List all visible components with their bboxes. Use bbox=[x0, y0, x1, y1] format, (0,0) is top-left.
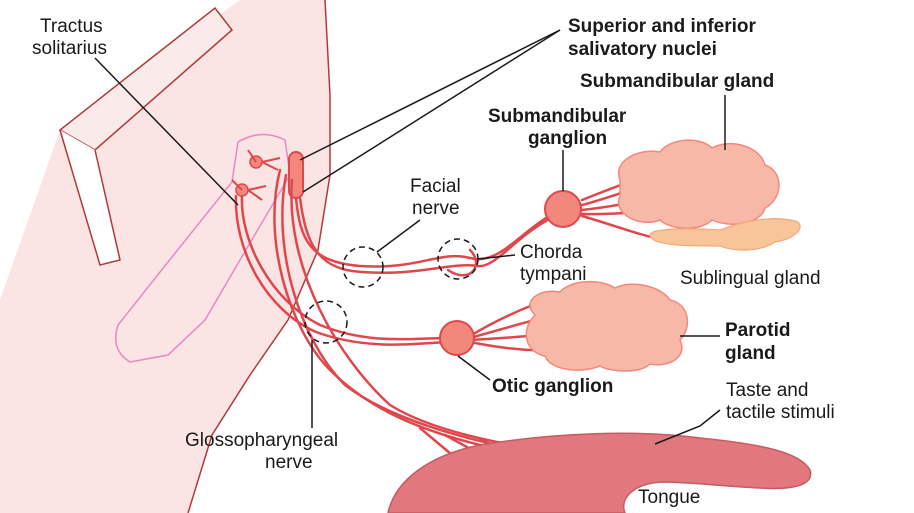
submandibular-ganglion-label-line1: Submandibular bbox=[488, 106, 627, 127]
facial-nerve-label-line1: Facial bbox=[410, 176, 461, 197]
facial-nerve-label-line2: nerve bbox=[412, 198, 460, 219]
tractus-label-line1: Tractus bbox=[40, 16, 103, 37]
nuclei-leader-1 bbox=[300, 30, 560, 160]
parotid-label-line2: gland bbox=[725, 343, 776, 364]
taste-label-line1: Taste and bbox=[726, 380, 808, 401]
tongue-label: Tongue bbox=[638, 487, 700, 508]
chorda-label-line1: Chorda bbox=[520, 242, 583, 263]
otic-leader bbox=[458, 356, 490, 380]
submandibular-gland-label: Submandibular gland bbox=[580, 71, 774, 92]
otic-ganglion-label: Otic ganglion bbox=[492, 376, 613, 397]
parotid-label-line1: Parotid bbox=[725, 320, 790, 341]
submandibular-gland bbox=[619, 140, 779, 228]
tractus-label-line2: solitarius bbox=[32, 38, 107, 59]
nuclei-label-line1: Superior and inferior bbox=[568, 16, 757, 37]
taste-label-line2: tactile stimuli bbox=[726, 402, 835, 423]
nuclei-label-line2: salivatory nuclei bbox=[568, 39, 717, 60]
chorda-to-ganglion bbox=[448, 250, 476, 275]
tractus-fiber-3 bbox=[291, 180, 560, 452]
glosso-label-line1: Glossopharyngeal bbox=[185, 430, 338, 451]
otic-ganglion bbox=[440, 321, 474, 355]
tongue bbox=[388, 433, 811, 513]
facial-nerve-leader bbox=[377, 220, 420, 252]
submandibular-ganglion-label-line2: ganglion bbox=[528, 128, 607, 149]
chorda-label-line2: tympani bbox=[520, 264, 587, 285]
parotid-gland bbox=[526, 282, 687, 371]
sublingual-gland-label: Sublingual gland bbox=[680, 268, 821, 289]
glosso-label-line2: nerve bbox=[265, 452, 313, 473]
submandibular-ganglion bbox=[545, 191, 581, 227]
